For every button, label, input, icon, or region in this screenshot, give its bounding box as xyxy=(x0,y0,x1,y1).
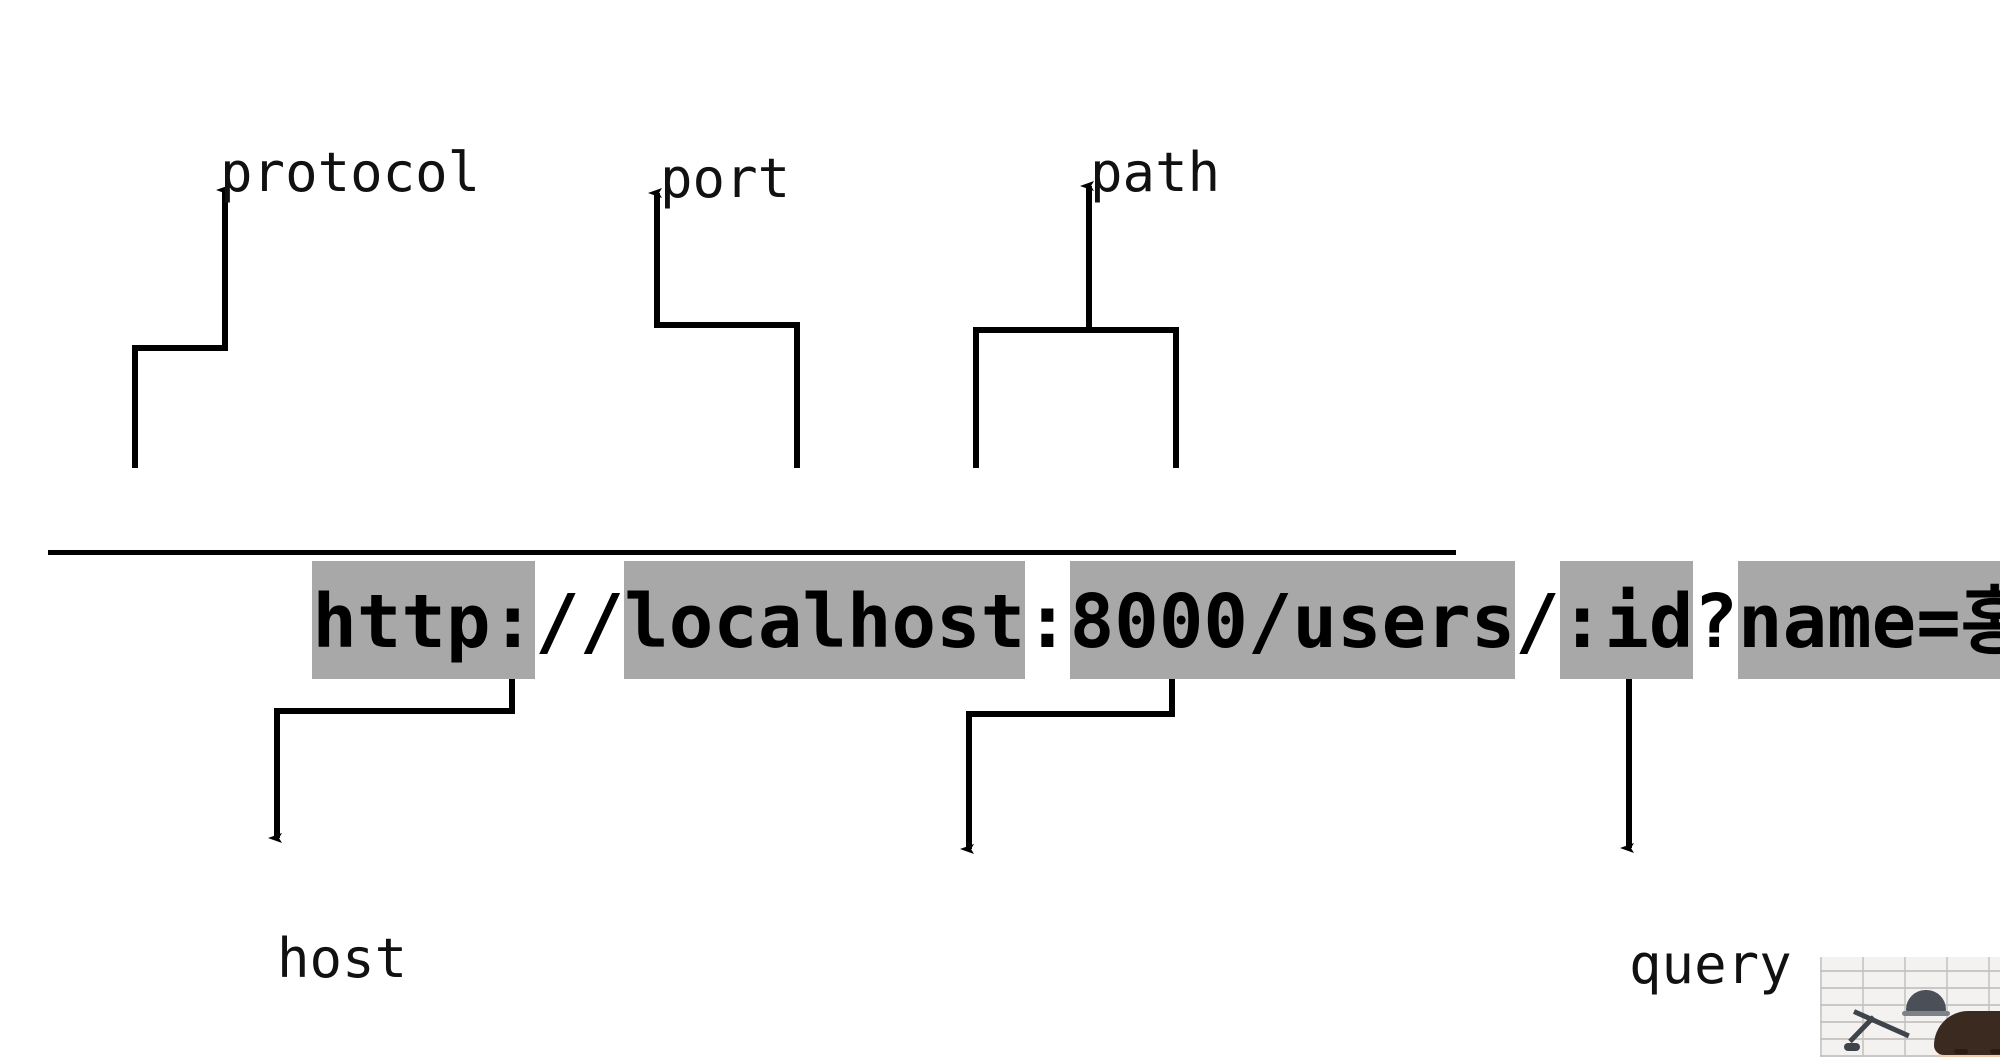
url-segment-sep-slash: / xyxy=(1515,579,1560,665)
label-host: host xyxy=(147,866,407,1052)
label-path: path xyxy=(960,80,1220,266)
url-segment-path: users xyxy=(1292,579,1516,665)
label-protocol-text: protocol xyxy=(220,141,481,204)
label-path-text: path xyxy=(1090,141,1221,204)
url-strip: http://localhost:8000/users/:id?name=홍길동… xyxy=(0,466,2000,665)
presenter-hair xyxy=(1934,1011,2000,1055)
url-segment-protocol: http: xyxy=(312,579,536,665)
desk-lamp-head-icon xyxy=(1906,990,1946,1013)
presenter-eye-left xyxy=(1954,1049,1968,1054)
url-segment-sep-slashes: // xyxy=(535,579,625,665)
url-underline xyxy=(48,550,1456,555)
url-segment-sep-colon: : xyxy=(1025,579,1070,665)
label-port-text: port xyxy=(660,147,791,210)
label-query-text: query xyxy=(1629,933,1792,996)
url-text: http://localhost:8000/users/:id?name=홍길동… xyxy=(45,466,2000,778)
label-path-variable: path variable xyxy=(839,872,1099,1057)
webcam-overlay xyxy=(1820,957,2000,1057)
desk-lamp-rim-icon xyxy=(1902,1011,1950,1016)
url-segment-port: 8000/ xyxy=(1069,579,1293,665)
url-segment-path-variable: :id xyxy=(1559,579,1694,665)
label-port: port xyxy=(530,86,790,272)
url-segment-query: name=홍길동&age=21 xyxy=(1738,579,2000,665)
label-protocol: protocol xyxy=(90,80,480,266)
presenter-eye-right xyxy=(1990,1049,2000,1054)
url-segment-sep-question: ? xyxy=(1693,579,1739,665)
desk-lamp-base-icon xyxy=(1844,1043,1860,1051)
label-host-text: host xyxy=(277,927,408,990)
url-segment-host: localhost xyxy=(624,579,1026,665)
label-query: query xyxy=(1499,872,1792,1057)
label-path-variable-line1: path xyxy=(839,1040,1099,1057)
